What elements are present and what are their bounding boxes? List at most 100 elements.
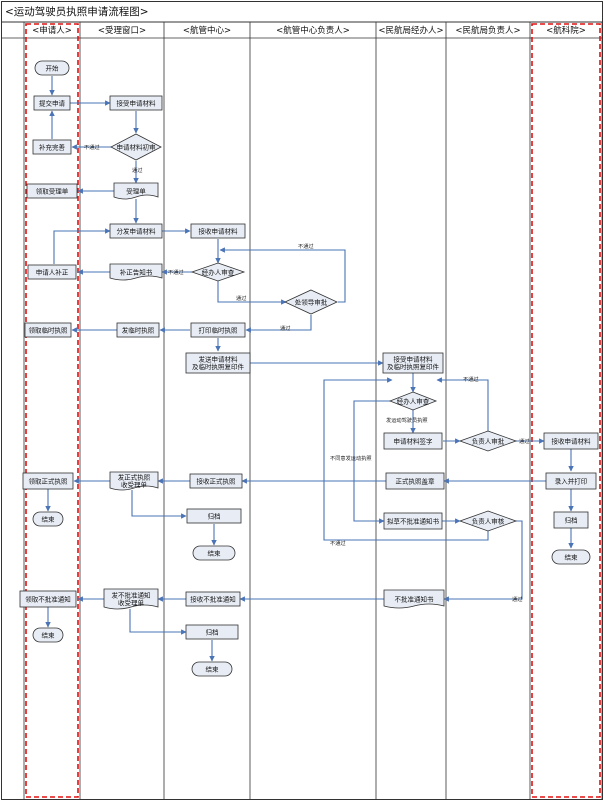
node-label: 不批准通知书 [395, 594, 435, 603]
node-label: 领取临时执照 [29, 325, 69, 334]
lane-header-window: <受理窗口> [98, 25, 146, 36]
node-label: 接受申请材料 [394, 355, 434, 364]
edge-label: 不通过 [330, 539, 346, 547]
lane-header-applicant: <申请人> [32, 25, 72, 36]
edge-issuereject-archive [129, 609, 187, 635]
edge-leader-print [245, 315, 312, 333]
edge-review-leader [217, 281, 287, 305]
node-end-a2: 结束 [32, 627, 64, 643]
node-inst-end: 结束 [551, 549, 591, 565]
node-label: 录入并打印 [555, 476, 588, 485]
edge-label: 不通过 [463, 375, 479, 383]
node-formal-seal: 正式执照盖章 [385, 472, 445, 490]
edge-label: 不通过 [298, 242, 314, 250]
edge-labels: 不通过 通过 不通过 不通过 通过 通过 不通过 发运动驾驶员执照 通过 不同意… [84, 143, 529, 603]
node-head-approve2: 负责人审核 [458, 510, 518, 532]
node-label: 及临时执照复印件 [387, 362, 440, 371]
node-label: 经办人审查 [397, 396, 430, 405]
node-label: 提交申请 [39, 98, 66, 107]
lane-highlight-frame [25, 23, 79, 798]
swimlanes: <申请人><受理窗口><航管中心><航管中心负责人><民航局经办人><民航局负责… [1, 22, 603, 799]
edge-label: 发运动驾驶员执照 [386, 416, 428, 424]
edge-head2-back [323, 377, 489, 541]
node-label: 受理单 [126, 186, 146, 195]
node-center-receive: 接收申请材料 [190, 223, 246, 239]
node-notice-fix: 补正告知书 [109, 263, 163, 281]
node-sign-opinion: 申请材料签字 [383, 432, 443, 450]
node-label: 申请材料签字 [394, 436, 434, 445]
node-head-approve: 负责人审批 [458, 430, 518, 452]
node-label: 归档 [208, 511, 221, 520]
node-get-formal: 领取正式执照 [22, 472, 74, 490]
node-receipt: 受理单 [113, 182, 159, 200]
node-label: 补充完善 [39, 142, 66, 151]
lane-header-caac_head: <民航局负责人> [455, 25, 520, 36]
node-label: 负责人审批 [472, 436, 505, 445]
node-inst-archive: 归档 [553, 511, 589, 529]
node-get-temp: 领取临时执照 [24, 322, 72, 338]
node-label: 结束 [42, 630, 56, 639]
node-receive-app: 接受申请材料 [109, 95, 163, 111]
node-label: 收受理单 [121, 480, 148, 489]
node-label: 接收不批准通知 [190, 594, 236, 603]
node-label: 接收申请材料 [552, 436, 592, 445]
edge-label: 不同意发运动执照 [330, 454, 372, 462]
node-distribute: 分发申请材料 [109, 223, 163, 239]
node-label: 结束 [565, 552, 579, 561]
node-label: 结束 [206, 664, 220, 673]
lane-window: <受理窗口> [79, 22, 164, 799]
node-label: 经办人审查 [202, 267, 235, 276]
node-label: 拟草不批准通知书 [387, 516, 440, 525]
lane-applicant: <申请人> [23, 22, 80, 799]
edges [45, 76, 574, 662]
node-draft-reject: 拟草不批准通知书 [383, 512, 443, 530]
node-get-reject: 领取不批准通知 [19, 590, 77, 608]
node-label: 领取正式执照 [29, 476, 69, 485]
node-center-end1: 结束 [192, 545, 236, 561]
node-caac-officer-review: 经办人审查 [388, 391, 438, 411]
lane-caac_head: <民航局负责人> [445, 22, 530, 799]
node-applicant-fix: 申请人补正 [27, 264, 77, 280]
edge-label: 通过 [236, 294, 246, 302]
edge-label: 通过 [512, 595, 522, 603]
lane-highlight-frame [531, 23, 601, 798]
node-submit: 提交申请 [33, 95, 71, 111]
edge-label: 不通过 [168, 268, 184, 276]
nodes: 开始提交申请接受申请材料申请材料初审补充完善受理单领取受理单分发申请材料接收申请… [19, 60, 599, 677]
node-label: 打印临时执照 [199, 325, 239, 334]
node-label: 归档 [565, 515, 578, 524]
node-label: 接收正式执照 [197, 476, 237, 485]
lane-center: <航管中心> [163, 22, 250, 799]
node-record-print: 录入并打印 [545, 472, 597, 490]
lane-institute: <航科院> [529, 22, 603, 799]
node-center-archive1: 归档 [186, 508, 242, 524]
lane-header-institute: <航科院> [546, 25, 586, 36]
node-leader-review: 处领导审批 [284, 289, 338, 315]
node-label: 负责人审核 [472, 516, 505, 525]
node-inst-receive: 接收申请材料 [543, 432, 599, 450]
lane-header-center_head: <航管中心负责人> [276, 25, 350, 36]
edge-head2-reject [443, 520, 523, 602]
node-precheck: 申请材料初审 [110, 133, 162, 161]
node-label: 接收申请材料 [199, 226, 239, 235]
node-label: 处领导审批 [295, 297, 328, 306]
node-label: 及临时执照复印件 [192, 362, 245, 371]
lane-header-center: <航管中心> [183, 25, 231, 36]
edge-head-back [436, 377, 489, 431]
node-issue-temp: 发临时执照 [116, 322, 160, 338]
edge-leader-back [219, 247, 346, 303]
node-label: 补正告知书 [120, 267, 153, 276]
node-label: 结束 [208, 548, 222, 557]
node-label: 正式执照盖章 [396, 476, 436, 485]
node-center-end2: 结束 [191, 661, 233, 677]
node-officer-review: 经办人审查 [190, 262, 246, 282]
node-center-archive2: 归档 [185, 624, 239, 640]
edge-label: 通过 [519, 437, 529, 445]
edge-fix-distribute [53, 228, 111, 264]
node-label: 接受申请材料 [117, 98, 157, 107]
node-label: 发临时执照 [122, 325, 155, 334]
